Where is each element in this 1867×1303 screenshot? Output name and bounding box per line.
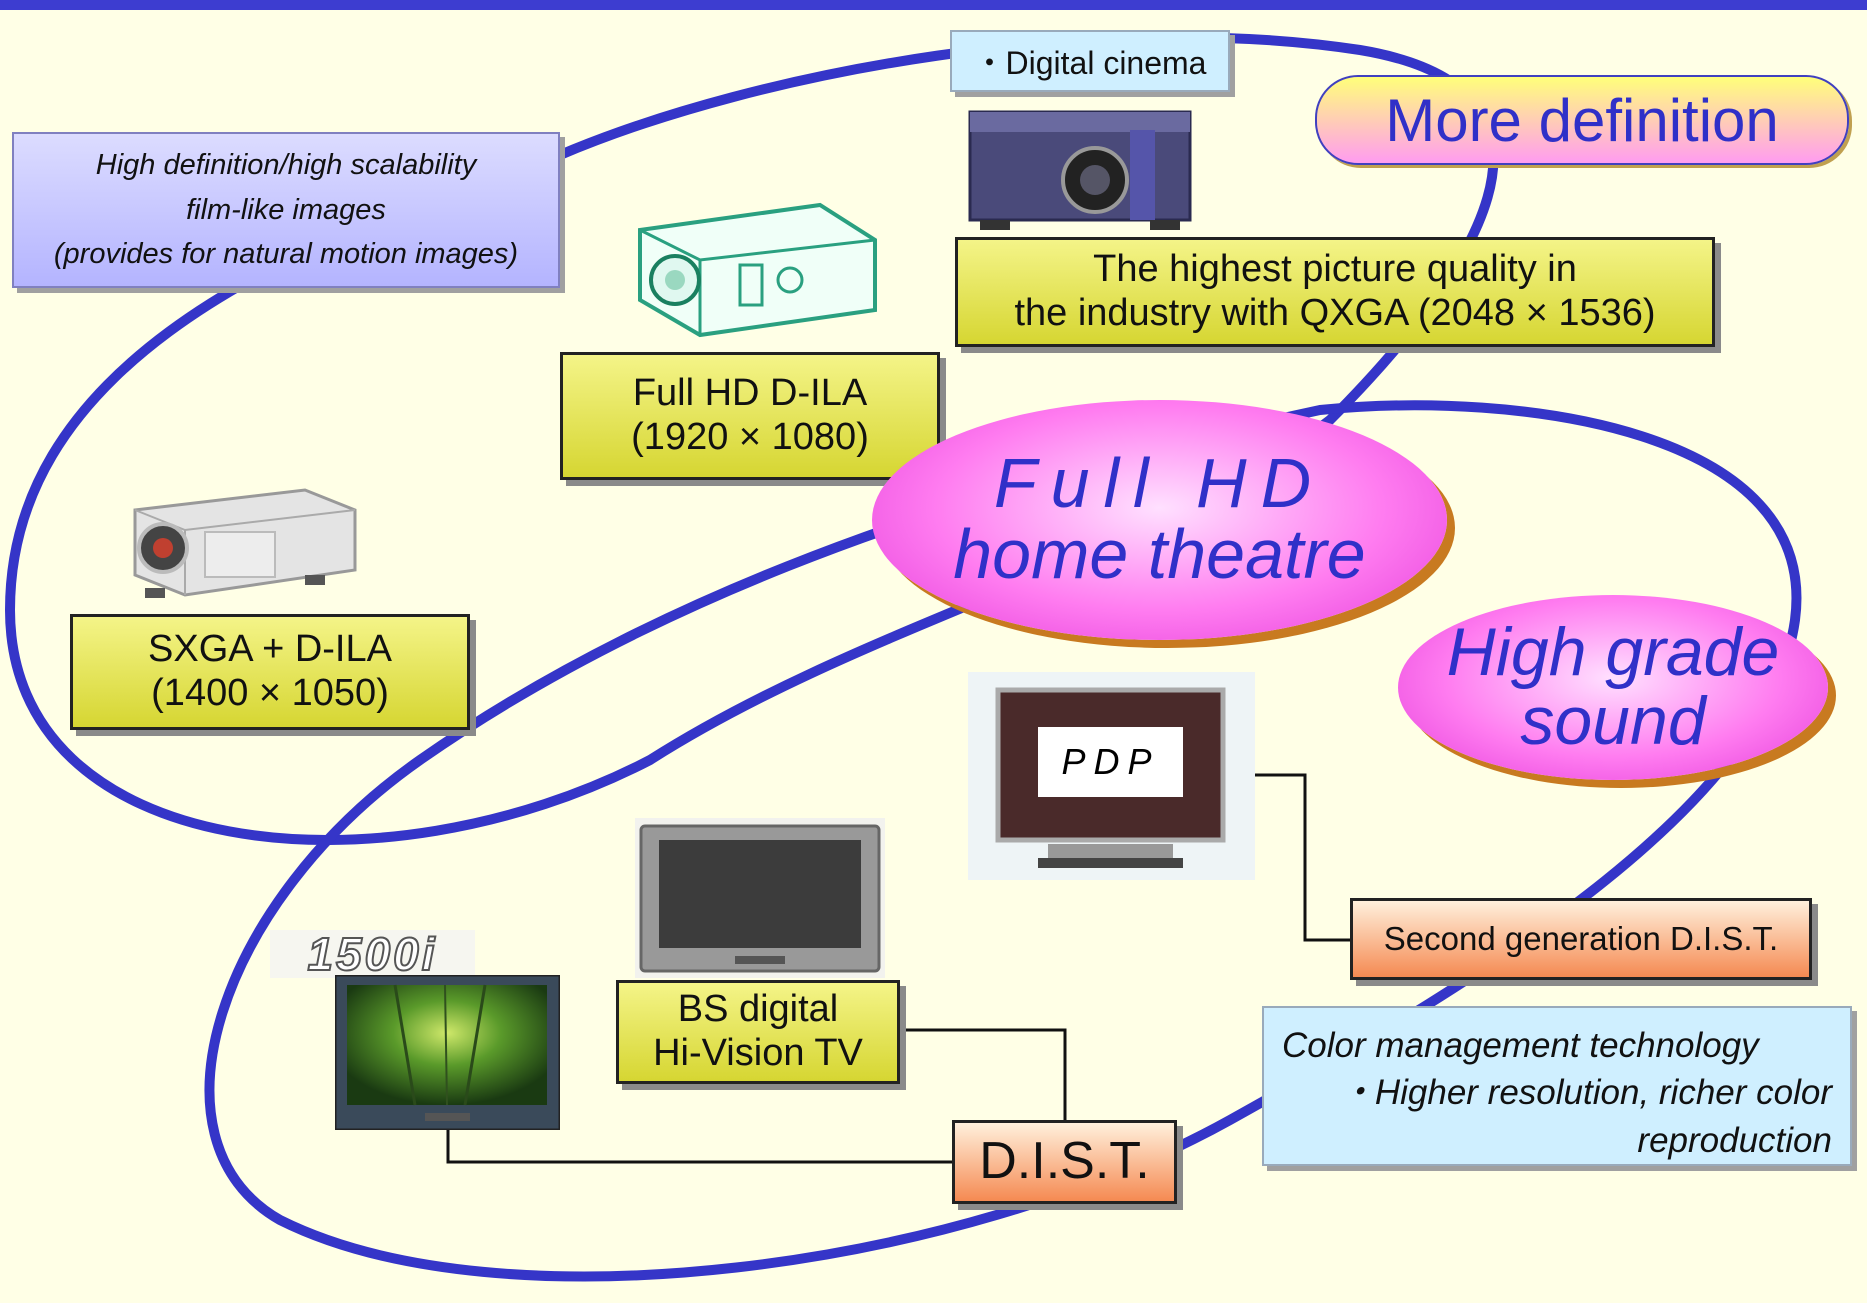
color-mgmt-line3: reproduction <box>1637 1120 1832 1160</box>
digital-cinema-label: ・Digital cinema <box>950 30 1230 92</box>
sxga-line2: (1400 × 1050) <box>151 672 389 714</box>
full-hd-dila-box: Full HD D-ILA (1920 × 1080) <box>560 352 940 480</box>
bs-digital-box: BS digital Hi-Vision TV <box>616 980 900 1084</box>
bs-hivision-tv-image <box>635 818 885 978</box>
pdp-display-image: PDP <box>968 672 1255 880</box>
digital-cinema-text: ・Digital cinema <box>973 45 1207 81</box>
pdp-label: PDP <box>1038 727 1183 797</box>
hd-note-line1: High definition/high scalability <box>95 148 477 181</box>
second-gen-dist-box: Second generation D.I.S.T. <box>1350 898 1812 980</box>
bs-line2: Hi-Vision TV <box>653 1032 863 1074</box>
sxga-dila-box: SXGA + D-ILA (1400 × 1050) <box>70 614 470 730</box>
full-hd-theatre-line2: home theatre <box>953 515 1366 594</box>
tv-1500i-image <box>333 973 562 1132</box>
definition-loop <box>4 32 1499 845</box>
dist-text: D.I.S.T. <box>979 1132 1150 1191</box>
sxga-line1: SXGA + D-ILA <box>148 628 392 671</box>
bs-line1: BS digital <box>677 988 839 1031</box>
full-hd-theatre-line1: Full HD <box>993 444 1326 523</box>
model-1500i-label: 1500i <box>270 927 475 981</box>
high-grade-line1: High grade <box>1446 613 1780 690</box>
dist-box: D.I.S.T. <box>952 1120 1177 1204</box>
top-bar <box>0 0 1867 10</box>
model-1500i-text: 1500i <box>306 927 438 981</box>
qxga-line2: the industry with QXGA (2048 × 1536) <box>1014 292 1656 334</box>
high-grade-sound-pill: High grade sound <box>1398 595 1828 780</box>
display-loop <box>204 400 1802 1282</box>
pdp-text: PDP <box>1061 741 1160 782</box>
high-grade-line2: sound <box>1520 682 1706 759</box>
hd-note-line2: film-like images <box>186 193 386 226</box>
hd-note-line3: (provides for natural motion images) <box>53 238 519 271</box>
color-mgmt-line1: Color management technology <box>1282 1026 1759 1065</box>
full-hd-dila-line1: Full HD D-ILA <box>632 372 868 415</box>
digital-cinema-projector-image <box>960 100 1200 235</box>
tv-connector <box>446 1128 955 1164</box>
full-hd-projector-image <box>620 180 890 345</box>
more-definition-pill: More definition <box>1315 75 1849 165</box>
pdp-connector <box>1255 773 1350 942</box>
full-hd-home-theatre-pill: Full HD home theatre <box>872 400 1447 640</box>
second-gen-dist-text: Second generation D.I.S.T. <box>1383 920 1779 958</box>
sxga-projector-image <box>125 470 365 605</box>
full-hd-dila-line2: (1920 × 1080) <box>631 416 869 458</box>
hd-scalability-note: High definition/high scalability film-li… <box>12 132 560 288</box>
qxga-line1: The highest picture quality in <box>1093 248 1577 291</box>
color-mgmt-line2: ・Higher resolution, richer color <box>1339 1073 1832 1113</box>
more-definition-text: More definition <box>1385 86 1779 154</box>
bs-connector <box>900 1028 1067 1122</box>
qxga-box: The highest picture quality in the indus… <box>955 237 1715 347</box>
color-management-note: Color management technology ・Higher reso… <box>1262 1006 1852 1166</box>
